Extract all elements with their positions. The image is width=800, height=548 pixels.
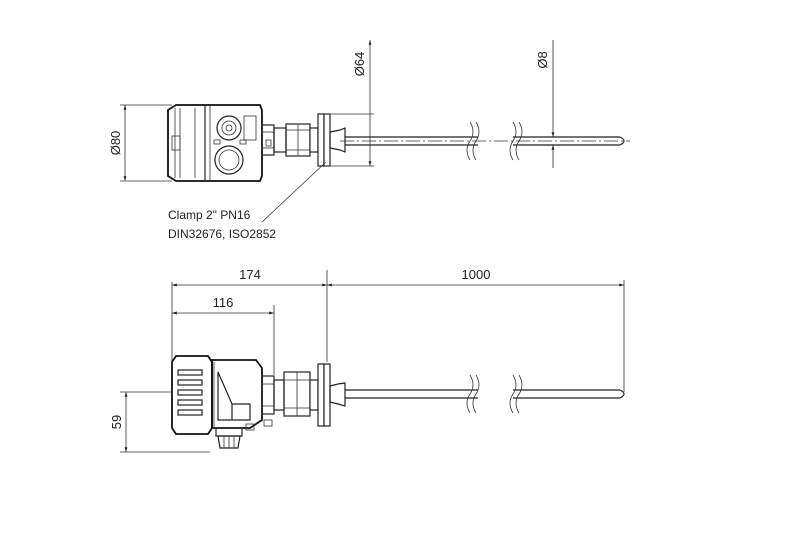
top-rod [340, 121, 630, 161]
side-neck [261, 371, 311, 417]
dim-total-length: 174 [171, 267, 328, 370]
dim-rod-diameter: Ø8 [535, 40, 555, 168]
dia-rod-label: Ø8 [535, 51, 550, 68]
side-rod [345, 374, 625, 414]
top-view: Ø80 Ø64 Ø8 Clamp 2" PN16 DIN32676, ISO28… [108, 40, 630, 241]
dim-height-label: 59 [109, 415, 124, 429]
side-housing [171, 355, 273, 449]
dim-rod-length: 1000 [327, 267, 625, 392]
dim-flange-diameter: Ø64 [324, 40, 374, 167]
top-clamp-flange [309, 113, 346, 167]
clamp-leader-line [261, 161, 327, 223]
dim-housing-label: 116 [213, 295, 234, 310]
dim-total-label: 174 [239, 267, 261, 282]
dim-rod-label: 1000 [462, 267, 491, 282]
clamp-note-line1: Clamp 2" PN16 [168, 208, 251, 222]
top-housing [167, 104, 263, 182]
top-neck [261, 123, 311, 157]
dim-height: 59 [109, 391, 210, 453]
clamp-note-line2: DIN32676, ISO2852 [168, 227, 276, 241]
dia-housing-label: Ø80 [108, 131, 123, 156]
side-clamp-flange [309, 363, 346, 427]
dim-housing-diameter: Ø80 [108, 104, 172, 182]
dia-flange-label: Ø64 [352, 52, 367, 77]
dim-housing-length: 116 [172, 295, 275, 375]
side-view: 174 116 1000 59 [109, 267, 625, 453]
